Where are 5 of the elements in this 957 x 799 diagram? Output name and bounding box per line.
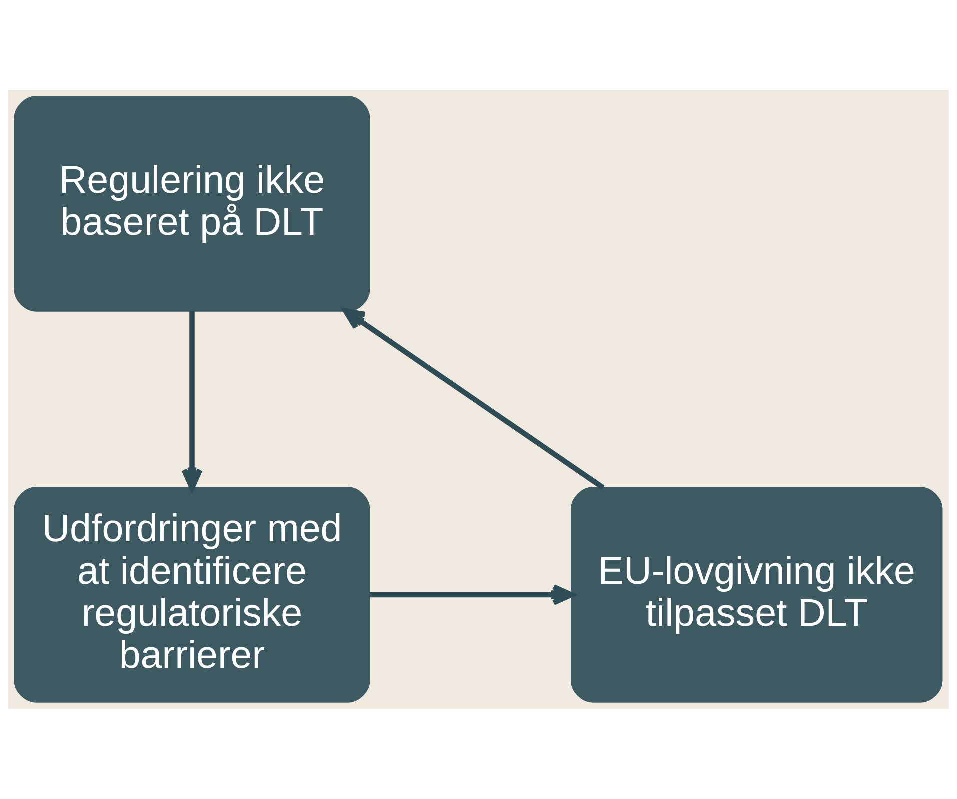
arrow <box>370 584 574 606</box>
node-box: Udfordringer med at identificere regulatoriske barrierer <box>14 487 370 703</box>
arrow <box>343 308 605 490</box>
node-box: Regulering ikke baseret på DLT <box>14 96 370 312</box>
node-box: EU-lovgivning ikke tilpasset DLT <box>571 487 943 703</box>
